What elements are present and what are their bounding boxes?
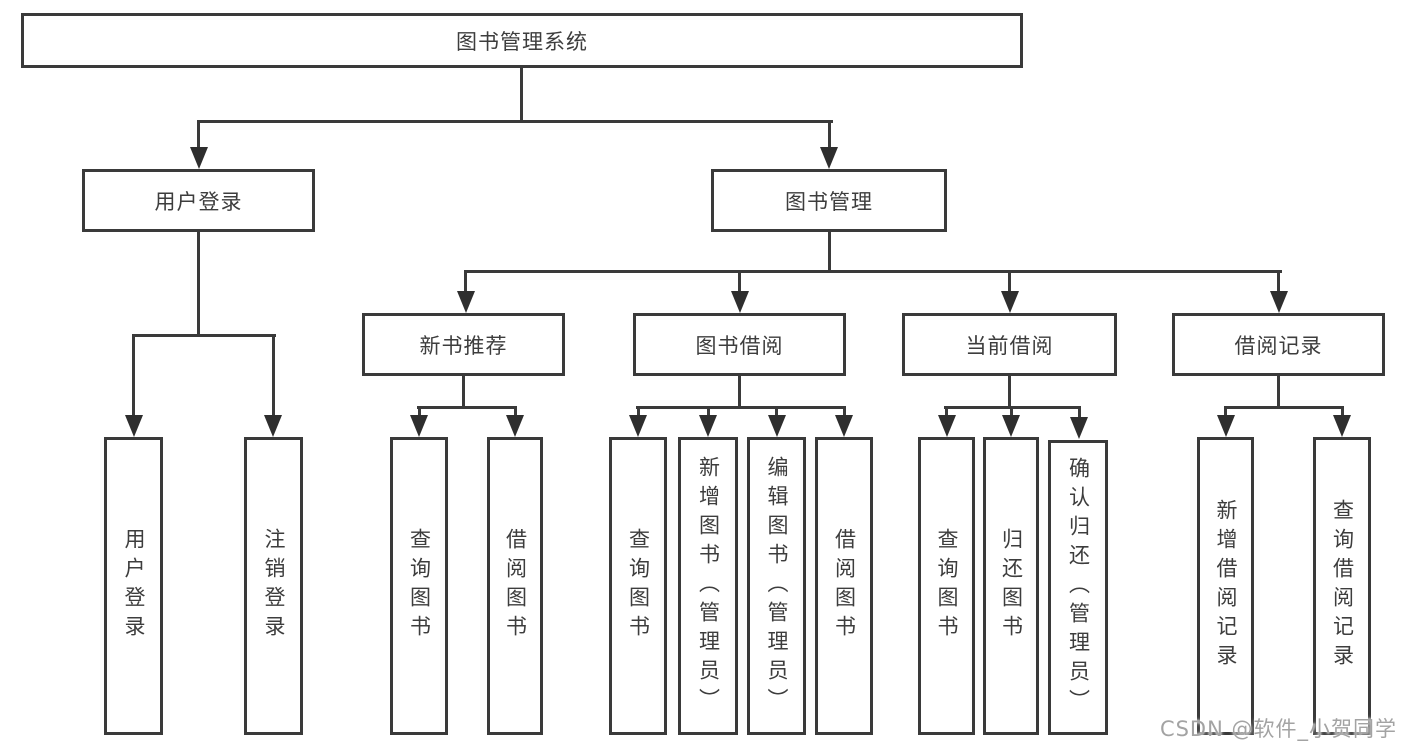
arrow-down-icon (768, 415, 786, 437)
connector-line (1224, 406, 1344, 409)
connector-line (828, 120, 831, 150)
leaf-label: 查询图书 (407, 528, 432, 644)
node-book-borrow: 图书借阅 (633, 313, 846, 376)
connector-line (1008, 270, 1011, 294)
watermark: CSDN @软件_小贺同学 (1159, 717, 1397, 741)
node-new-book-recommend: 新书推荐 (362, 313, 565, 376)
leaf-confirm-return-admin: 确认归还（管理员） (1048, 440, 1108, 735)
leaf-label: 用户登录 (122, 528, 146, 644)
leaf-label: 确认归还（管理员） (1066, 457, 1091, 718)
arrow-down-icon (410, 415, 428, 437)
node-borrow-records: 借阅记录 (1172, 313, 1385, 376)
leaf-query-books-3: 查询图书 (918, 437, 975, 735)
arrow-down-icon (125, 415, 143, 437)
node-current-borrow: 当前借阅 (902, 313, 1117, 376)
node-user-login: 用户登录 (82, 169, 315, 232)
leaf-query-books-2: 查询图书 (609, 437, 667, 735)
arrow-down-icon (1002, 415, 1020, 437)
leaf-label: 查询图书 (626, 528, 651, 644)
connector-line (464, 270, 467, 294)
connector-line (828, 232, 831, 272)
arrow-down-icon (835, 415, 853, 437)
arrow-down-icon (1217, 415, 1235, 437)
connector-line (132, 334, 135, 418)
connector-line (738, 270, 741, 294)
connector-line (945, 406, 948, 418)
connector-line (514, 406, 517, 418)
leaf-label: 查询借阅记录 (1330, 499, 1355, 673)
leaf-query-books-1: 查询图书 (390, 437, 448, 735)
leaf-label: 归还图书 (999, 528, 1024, 644)
arrow-down-icon (190, 147, 208, 169)
arrow-down-icon (820, 147, 838, 169)
leaf-edit-books-admin: 编辑图书（管理员） (747, 437, 806, 735)
arrow-down-icon (629, 415, 647, 437)
connector-line (775, 406, 778, 418)
connector-line (1078, 406, 1081, 420)
leaf-label: 新增图书（管理员） (696, 455, 721, 717)
connector-line (1010, 406, 1013, 418)
connector-line (1224, 406, 1227, 418)
connector-line (1277, 270, 1280, 294)
arrow-down-icon (264, 415, 282, 437)
connector-line (843, 406, 846, 418)
connector-line (1008, 376, 1011, 408)
arrow-down-icon (938, 415, 956, 437)
arrow-down-icon (506, 415, 524, 437)
arrow-down-icon (1070, 417, 1088, 439)
connector-line (197, 120, 833, 123)
connector-line (636, 406, 846, 409)
connector-line (1341, 406, 1344, 418)
node-root: 图书管理系统 (21, 13, 1023, 68)
leaf-label: 注销登录 (262, 528, 286, 644)
leaf-label: 编辑图书（管理员） (765, 455, 789, 717)
leaf-logout: 注销登录 (244, 437, 303, 735)
connector-line (1277, 376, 1280, 408)
arrow-down-icon (1270, 291, 1288, 313)
connector-line (462, 376, 465, 408)
connector-line (707, 406, 710, 418)
connector-line (738, 376, 741, 408)
connector-line (520, 68, 523, 123)
connector-line (417, 406, 517, 409)
arrow-down-icon (1333, 415, 1351, 437)
leaf-query-borrow-record: 查询借阅记录 (1313, 437, 1371, 735)
connector-line (132, 334, 276, 337)
leaf-label: 借阅图书 (503, 528, 528, 644)
leaf-add-borrow-record: 新增借阅记录 (1197, 437, 1254, 735)
arrow-down-icon (457, 291, 475, 313)
node-book-management: 图书管理 (711, 169, 947, 232)
leaf-label: 借阅图书 (832, 528, 857, 644)
connector-line (637, 406, 640, 418)
leaf-borrow-books-2: 借阅图书 (815, 437, 873, 735)
connector-line (272, 334, 275, 418)
leaf-label: 查询图书 (935, 528, 959, 644)
leaf-label: 新增借阅记录 (1214, 499, 1238, 673)
arrow-down-icon (1001, 291, 1019, 313)
arrow-down-icon (731, 291, 749, 313)
connector-line (197, 120, 200, 150)
leaf-return-books: 归还图书 (983, 437, 1039, 735)
connector-line (465, 270, 1282, 273)
arrow-down-icon (699, 415, 717, 437)
connector-line (418, 406, 421, 418)
leaf-borrow-books-1: 借阅图书 (487, 437, 543, 735)
connector-line (197, 232, 200, 336)
leaf-user-login: 用户登录 (104, 437, 163, 735)
leaf-add-books-admin: 新增图书（管理员） (678, 437, 738, 735)
